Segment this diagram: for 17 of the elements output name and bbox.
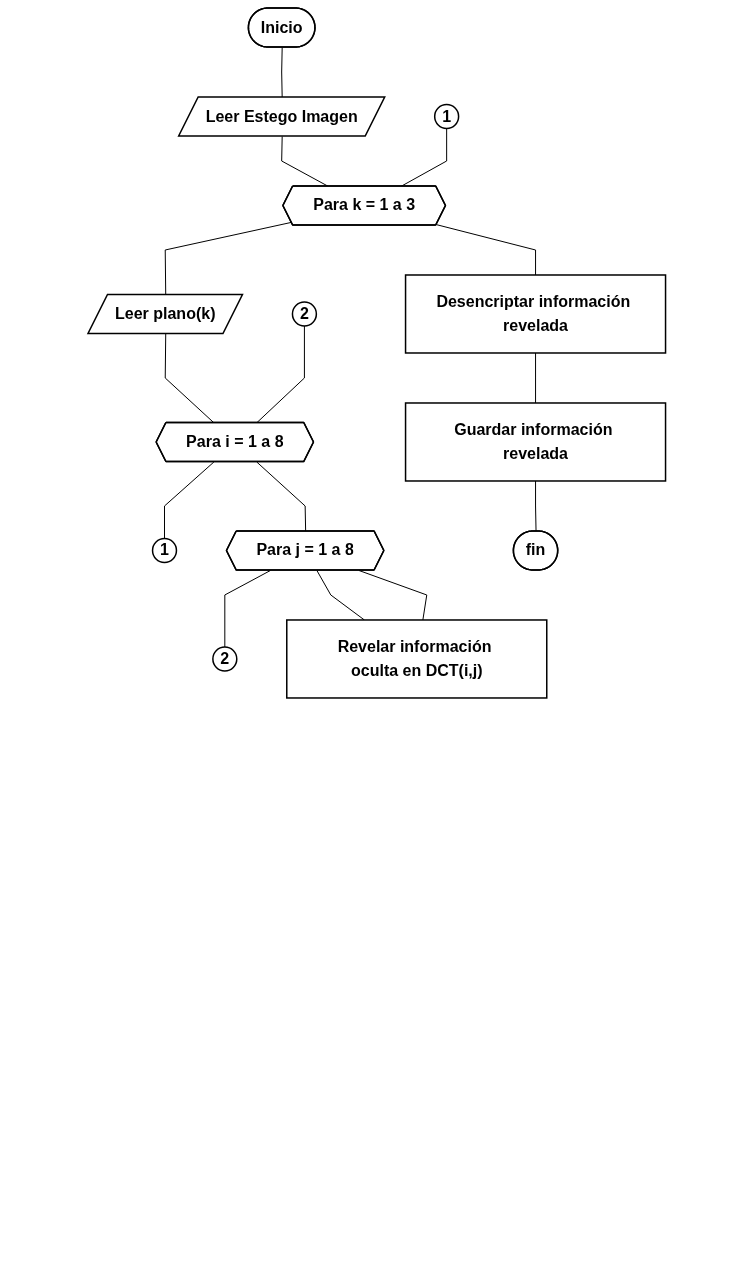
connector bbox=[224, 570, 272, 648]
connector bbox=[256, 325, 306, 424]
node-box: Guardar información revelada bbox=[405, 402, 667, 482]
connector bbox=[535, 352, 537, 404]
connector bbox=[164, 461, 215, 540]
node-circle: 2 bbox=[291, 301, 318, 327]
node-box: Desencriptar información revelada bbox=[405, 274, 667, 354]
node-circle: 1 bbox=[434, 103, 460, 130]
node-box: Revelar información oculta en DCT(i,j) bbox=[286, 619, 548, 699]
connector bbox=[535, 480, 537, 532]
connector bbox=[358, 570, 428, 621]
node-circle: 2 bbox=[212, 646, 238, 672]
connector bbox=[281, 47, 283, 98]
connector bbox=[436, 224, 537, 276]
connector bbox=[164, 333, 215, 424]
node-circle: 1 bbox=[152, 537, 178, 564]
connector bbox=[256, 461, 307, 532]
